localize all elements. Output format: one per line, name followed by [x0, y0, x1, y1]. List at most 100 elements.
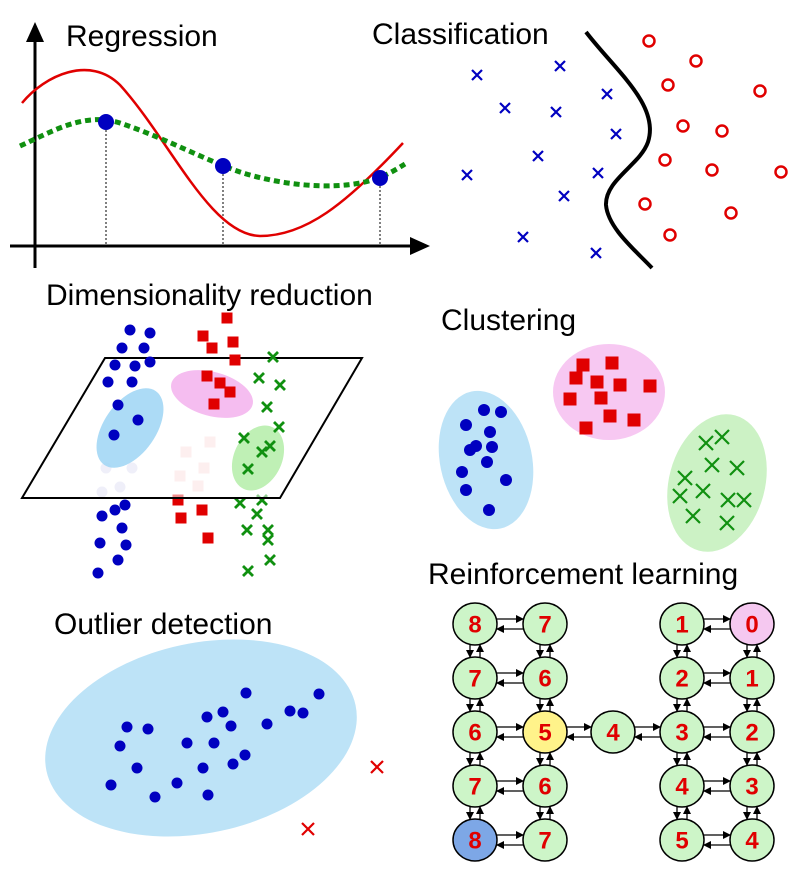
point-above-plane [109, 359, 121, 371]
inlier-point [202, 789, 214, 801]
class-a-marker [601, 88, 613, 100]
state-value: 1 [675, 612, 688, 639]
cluster-point-green [719, 515, 735, 531]
state-value: 7 [538, 612, 551, 639]
class-a-marker [517, 231, 529, 243]
state-node [452, 764, 498, 808]
state-node [659, 818, 705, 862]
bridge-state-node [590, 710, 636, 754]
projected-cluster-green [231, 425, 285, 491]
state-node [522, 818, 568, 862]
projected-cluster-pink [171, 370, 253, 418]
cluster-point-blue [500, 474, 512, 486]
point-above-plane [102, 376, 114, 388]
data-point [215, 158, 231, 174]
inlier-point [227, 758, 239, 770]
point-below-plane [109, 504, 121, 516]
point-below-plane [94, 537, 106, 549]
state-value: 5 [675, 828, 688, 855]
overfit-curve [21, 68, 404, 238]
class-b-marker [774, 165, 788, 179]
inlier-point [131, 762, 143, 774]
point-above-plane [144, 356, 156, 368]
class-b-marker [715, 124, 729, 138]
point-above-plane [124, 324, 136, 336]
state-node [659, 710, 705, 754]
state-value: 7 [538, 828, 551, 855]
inlier-point [171, 777, 183, 789]
state-value: 5 [538, 720, 551, 747]
point-above-plane [208, 398, 220, 410]
cluster-points [456, 356, 752, 531]
inlier-point [239, 749, 251, 761]
state-value: 8 [468, 612, 481, 639]
state-value: 7 [468, 666, 481, 693]
cluster-point-blue [460, 419, 472, 431]
point-above-plane [227, 336, 239, 348]
state-node [659, 764, 705, 808]
point-below-plane [120, 539, 132, 551]
data-point [98, 114, 114, 130]
state-value: 4 [606, 720, 620, 747]
outlier-title: Outlier detection [54, 608, 272, 641]
point-above-plane [224, 386, 236, 398]
state-value: 0 [745, 612, 758, 639]
point-below-plane [119, 499, 131, 511]
cluster-point-red [590, 375, 604, 389]
inlier-point [149, 791, 161, 803]
inlier-point [261, 718, 273, 730]
state-value: 2 [675, 666, 688, 693]
point-below-plane [234, 497, 246, 509]
class-a-marker [550, 106, 562, 118]
point-above-plane [206, 342, 218, 354]
cluster-point-blue [484, 426, 496, 438]
projected-cluster-blue [96, 388, 164, 468]
inlier-point [217, 706, 229, 718]
reinforcement-title: Reinforcement learning [428, 558, 738, 591]
regression-title: Regression [66, 20, 218, 53]
class-a-marker [590, 247, 602, 259]
cluster-point-green [720, 492, 736, 508]
cluster-ellipse-green [667, 414, 767, 552]
clustering-title: Clustering [441, 304, 576, 337]
above-plane-points [102, 312, 286, 475]
cluster-point-blue [470, 440, 482, 452]
class-b-marker [724, 206, 738, 220]
point-below-plane [175, 512, 187, 524]
point-above-plane [132, 414, 144, 426]
class-a-marker [554, 60, 566, 72]
point-above-plane [129, 360, 141, 372]
state-value: 4 [745, 828, 759, 855]
dimensionality-panel: Dimensionality reduction [20, 279, 373, 579]
state-value: 3 [745, 774, 758, 801]
cluster-point-green [672, 488, 688, 504]
cluster-point-red [613, 378, 627, 392]
class-b-marker [753, 84, 767, 98]
state-node [522, 656, 568, 700]
state-value: 6 [538, 774, 551, 801]
class-b-marker [661, 78, 675, 92]
class-a-marker [532, 150, 544, 162]
state-node [729, 656, 775, 700]
state-value: 4 [675, 774, 689, 801]
point-below-plane [262, 524, 274, 536]
class-b-marker [705, 163, 719, 177]
point-above-plane [116, 342, 128, 354]
point-above-plane [112, 399, 124, 411]
cluster-point-red [643, 379, 657, 393]
cluster-point-green [685, 508, 701, 524]
point-above-plane [238, 432, 250, 444]
cluster-point-green [736, 492, 752, 508]
class-cross-markers [461, 60, 622, 259]
outlier-marker [301, 822, 315, 836]
point-below-plane [92, 567, 104, 579]
point-below-plane [241, 524, 253, 536]
cluster-point-red [563, 392, 577, 406]
point-above-plane [229, 354, 241, 366]
state-value: 7 [468, 774, 481, 801]
cluster-point-red [576, 358, 590, 372]
inlier-point [284, 705, 296, 717]
state-value: 3 [675, 720, 688, 747]
